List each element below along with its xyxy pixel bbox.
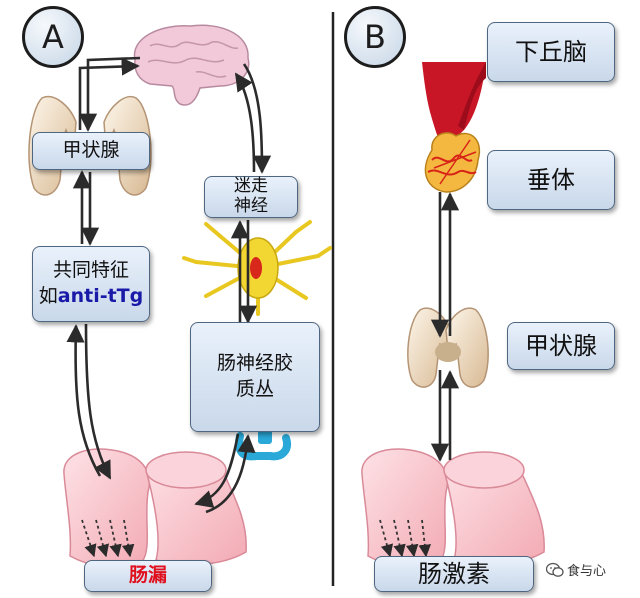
hypothalamus-label-box: 下丘脑 [487, 22, 615, 82]
vagus-nerve-box: 迷走 神经 [204, 176, 298, 218]
gut-illustration [63, 448, 247, 568]
brain-illustration [133, 24, 250, 106]
leaky-gut-label: 肠漏 [128, 564, 167, 587]
wechat-icon [546, 562, 564, 577]
common-features-prefix: 如 [38, 285, 58, 307]
panel-b-arrows [430, 192, 460, 462]
watermark: 食与心 [546, 560, 606, 579]
hypothalamus-illustration [422, 62, 486, 150]
hypothalamus-label: 下丘脑 [515, 37, 587, 66]
watermark-text: 食与心 [567, 564, 607, 579]
panel-a-arrows [66, 56, 272, 514]
enteric-glial-line1: 肠神经胶 [216, 352, 293, 375]
neuron-illustration [182, 220, 332, 316]
leaky-gut-box: 肠漏 [84, 560, 212, 592]
common-features-example: anti-tTg [57, 285, 144, 307]
enteric-glial-plexus-box: 肠神经胶 质丛 [190, 322, 320, 432]
common-features-title: 共同特征 [52, 259, 129, 282]
enteric-glial-line2: 质丛 [235, 378, 274, 400]
gut-b-illustration [361, 448, 545, 568]
thyroid-b-illustration [407, 307, 489, 388]
vagus-nerve-line2: 神经 [234, 196, 268, 216]
pituitary-label: 垂体 [527, 165, 575, 194]
gut-hormone-box: 肠激素 [374, 556, 534, 592]
thyroid-label-box: 甲状腺 [32, 132, 150, 170]
panel-a-letter: A [22, 6, 84, 68]
pituitary-label-box: 垂体 [487, 150, 615, 210]
panel-b-letter: B [344, 6, 406, 68]
thyroid-b-label-box: 甲状腺 [507, 322, 615, 370]
common-features-box: 共同特征 如anti-tTg [32, 246, 150, 322]
gut-hormone-label: 肠激素 [418, 559, 490, 588]
common-features-example-line: 如anti-tTg [39, 284, 144, 310]
thyroid-b-label: 甲状腺 [525, 331, 597, 360]
pituitary-illustration [424, 132, 481, 193]
vagus-nerve-line1: 迷走 [234, 176, 268, 197]
thyroid-label: 甲状腺 [62, 139, 120, 162]
